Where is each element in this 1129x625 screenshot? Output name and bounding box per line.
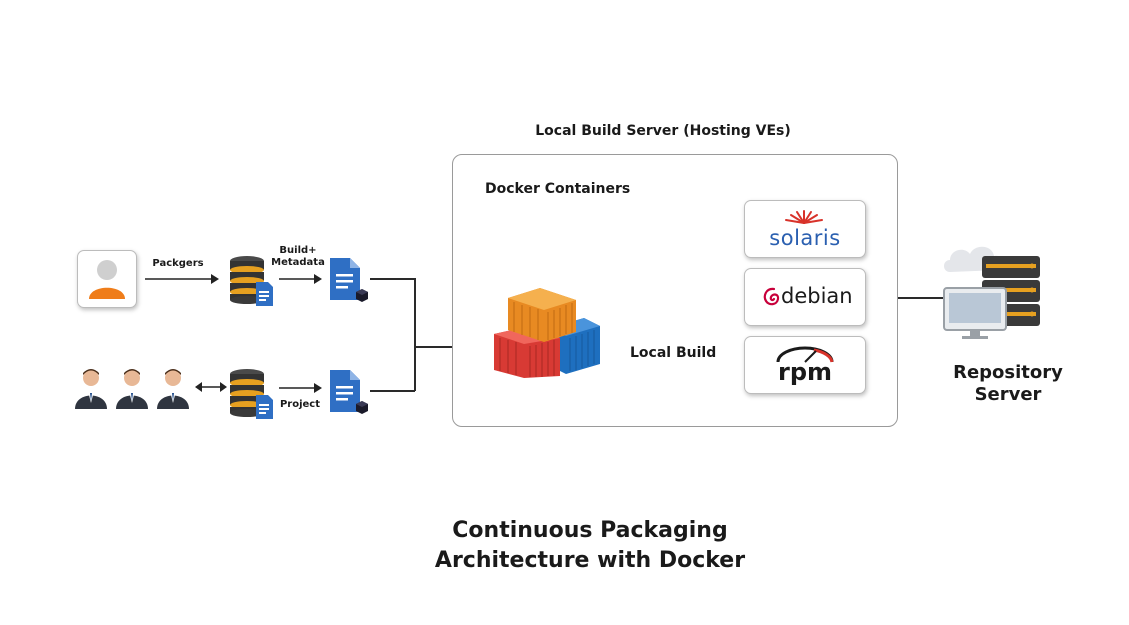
rpm-logo-text: rpm xyxy=(777,358,833,386)
connector-to-server xyxy=(414,346,452,348)
diagram-title-line1: Continuous Packaging xyxy=(452,518,728,543)
arrow-packager-to-db xyxy=(145,274,219,284)
debian-swirl-icon xyxy=(763,287,780,306)
connector-to-repository xyxy=(897,297,945,299)
diagram-title: Continuous Packaging Architecture with D… xyxy=(380,516,800,576)
solaris-card: solaris xyxy=(744,200,866,258)
packager-avatar-card xyxy=(77,250,137,308)
packagers-label: Packgers xyxy=(152,258,204,269)
docker-containers-icon xyxy=(494,288,600,378)
debian-logo-text: debian xyxy=(781,284,853,308)
docker-containers-label: Docker Containers xyxy=(485,181,631,197)
repository-label-line2: Server xyxy=(974,384,1042,405)
rpm-arc-icon xyxy=(776,346,834,363)
debian-card: debian xyxy=(744,268,866,326)
connector-bottom-doc xyxy=(370,390,415,392)
person-icon xyxy=(89,260,125,299)
project-label: Project xyxy=(279,399,321,410)
server-heading: Local Build Server (Hosting VEs) xyxy=(535,123,791,139)
build-label: Build+ xyxy=(279,245,317,256)
arrow-db-to-doc xyxy=(279,383,322,393)
sun-rays-icon xyxy=(785,210,823,224)
database-icon xyxy=(230,369,273,419)
developers-group-icon xyxy=(75,369,189,409)
local-build-label: Local Build xyxy=(630,345,717,361)
database-icon xyxy=(230,256,273,306)
solaris-logo-text: solaris xyxy=(769,226,841,250)
build-metadata-label: Build+ Metadata xyxy=(268,245,328,269)
repository-label-line1: Repository xyxy=(953,362,1063,383)
arrow-db-to-doc xyxy=(279,274,322,284)
document-package-icon xyxy=(330,370,368,414)
diagram-title-line2: Architecture with Docker xyxy=(434,548,746,573)
repository-server-icon xyxy=(943,246,1040,339)
double-arrow-icon xyxy=(195,382,227,392)
connector-top-doc xyxy=(370,278,415,280)
repository-server-label: Repository Server xyxy=(938,362,1078,406)
document-package-icon xyxy=(330,258,368,302)
rpm-card: rpm xyxy=(744,336,866,394)
metadata-label: Metadata xyxy=(271,257,325,268)
connector-merge-vertical xyxy=(414,278,416,391)
